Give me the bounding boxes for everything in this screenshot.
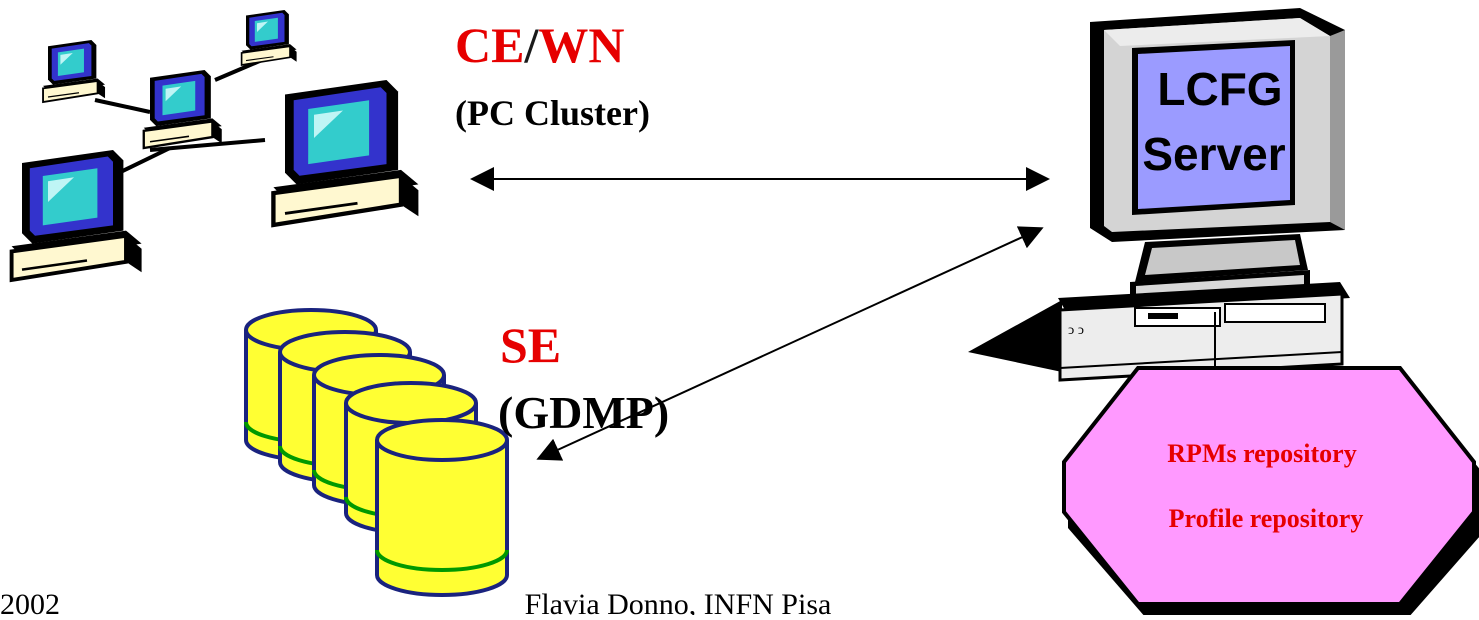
se-label: SE [500, 317, 561, 373]
svg-text:ͻ ͻ: ͻ ͻ [1068, 323, 1084, 338]
gdmp-label: (GDMP) [498, 387, 669, 438]
profile-repository-label: Profile repository [1169, 504, 1364, 533]
ce-label: CE [455, 17, 524, 73]
connection-arrows [470, 167, 1050, 461]
pc-cluster-icon [9, 9, 419, 282]
pc-cluster-label: (PC Cluster) [455, 93, 650, 133]
disk-stack-icon [244, 308, 509, 597]
wn-label: WN [538, 17, 624, 73]
ce-wn-slash: / [523, 17, 539, 73]
footer-author: Flavia Donno, INFN Pisa [525, 588, 832, 615]
rpms-repository-label: RPMs repository [1167, 439, 1356, 468]
ce-wn-label: CE/WN [455, 17, 624, 73]
arrow-se-server [536, 226, 1044, 461]
server-screen-line2: Server [1142, 128, 1285, 180]
footer-year: 2002 [0, 588, 60, 615]
server-screen-line1: LCFG [1157, 63, 1282, 115]
repository-hexagon [1062, 366, 1479, 618]
